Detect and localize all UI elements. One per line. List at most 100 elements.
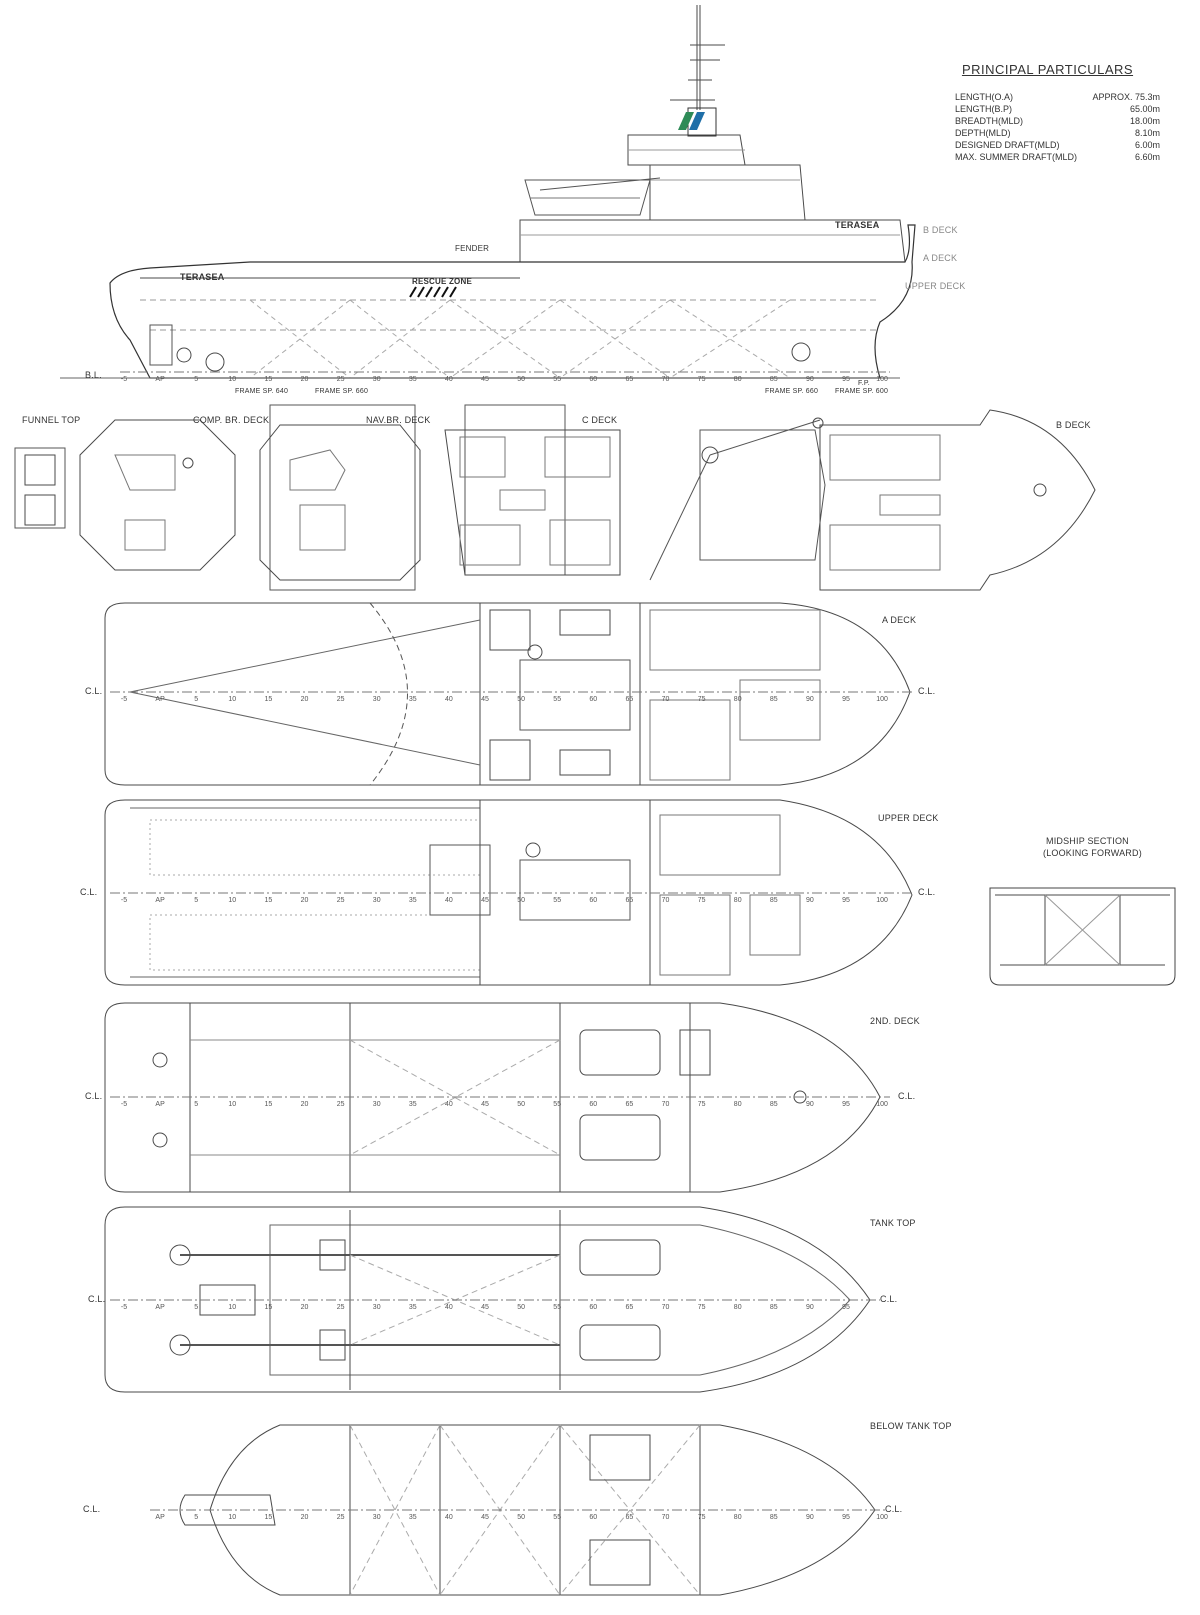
frame-number-label: 40 xyxy=(445,1514,453,1521)
frame-number-label: 90 xyxy=(806,897,814,904)
frame-number-label: 15 xyxy=(265,696,273,703)
baseline-label: B.L. xyxy=(85,370,102,380)
particular-value: 6.00m xyxy=(1134,140,1160,150)
c-deck-view xyxy=(444,404,621,576)
frame-number-label: 45 xyxy=(481,696,489,703)
frame-spacing-3: FRAME SP. 660 xyxy=(765,388,819,395)
frame-number-label: 75 xyxy=(698,696,706,703)
particular-row: LENGTH(O.A)APPROX. 75.3m xyxy=(955,91,1160,103)
frame-number-label: 5 xyxy=(194,1101,198,1108)
frame-number-label: 35 xyxy=(409,897,417,904)
frame-number-label: 40 xyxy=(445,897,453,904)
frame-number-label: 10 xyxy=(228,696,236,703)
frame-number-label: 65 xyxy=(626,897,634,904)
a-deck-title: A DECK xyxy=(882,615,917,625)
frame-number-label: 50 xyxy=(517,1101,525,1108)
frame-number-label: 50 xyxy=(517,696,525,703)
frame-number-label: 75 xyxy=(698,1514,706,1521)
particular-label: BREADTH(MLD) xyxy=(955,116,1024,126)
frame-number-label: 60 xyxy=(589,1101,597,1108)
frame-number-label: 65 xyxy=(626,696,634,703)
frame-number-label: 70 xyxy=(662,897,670,904)
a-deck-view xyxy=(104,602,911,786)
frame-number-label: 90 xyxy=(806,1514,814,1521)
frame-number-label: 85 xyxy=(770,1101,778,1108)
frame-number-label: 45 xyxy=(481,1304,489,1311)
frame-number-label: AP xyxy=(155,1514,165,1521)
c-deck-title: C DECK xyxy=(582,415,618,425)
frame-number-label: 35 xyxy=(409,376,417,383)
frame-number-label: 40 xyxy=(445,1304,453,1311)
particular-label: DESIGNED DRAFT(MLD) xyxy=(955,140,1060,150)
rescue-zone-label: RESCUE ZONE xyxy=(412,277,472,286)
frame-number-label: -5 xyxy=(121,1304,127,1311)
frame-number-label: AP xyxy=(155,1101,165,1108)
frame-number-label: 5 xyxy=(194,696,198,703)
frame-number-label: 60 xyxy=(589,1304,597,1311)
frame-number-label: 10 xyxy=(228,1101,236,1108)
frame-number-label: 100 xyxy=(876,1514,888,1521)
cl-label-upper-aft: C.L. xyxy=(80,887,98,897)
ship-name-aft: TERASEA xyxy=(180,272,225,282)
frame-number-label: 20 xyxy=(301,1514,309,1521)
particular-value: 18.00m xyxy=(1129,116,1160,126)
comp-br-deck-title: COMP. BR. DECK xyxy=(193,415,270,425)
particular-row: BREADTH(MLD) 18.00m xyxy=(955,115,1160,127)
nav-br-deck-view xyxy=(259,404,421,591)
particular-value: 8.10m xyxy=(1134,128,1160,138)
frame-number-label: 35 xyxy=(409,1101,417,1108)
particular-label: MAX. SUMMER DRAFT(MLD) xyxy=(955,152,1077,162)
frame-number-label: 10 xyxy=(228,1304,236,1311)
frame-number-label: 50 xyxy=(517,376,525,383)
particular-label: DEPTH(MLD) xyxy=(955,128,1011,138)
frame-number-label: 75 xyxy=(698,376,706,383)
frame-number-label: 20 xyxy=(301,696,309,703)
frame-number-label: 60 xyxy=(589,897,597,904)
frame-spacing-2: FRAME SP. 660 xyxy=(315,388,369,395)
frame-number-label: 95 xyxy=(842,897,850,904)
frame-number-label: AP xyxy=(155,696,165,703)
frame-number-label: 10 xyxy=(228,376,236,383)
frame-number-label: 65 xyxy=(626,1304,634,1311)
frame-number-label: 25 xyxy=(337,1304,345,1311)
b-deck-title: B DECK xyxy=(1056,420,1091,430)
midship-section-title: MIDSHIP SECTION xyxy=(1046,836,1129,846)
particular-row: DESIGNED DRAFT(MLD) 6.00m xyxy=(955,139,1160,151)
frame-number-label: -5 xyxy=(121,897,127,904)
particular-label: LENGTH(O.A) xyxy=(955,92,1014,102)
upper-deck-title: UPPER DECK xyxy=(878,813,939,823)
cl-label-2nd-aft: C.L. xyxy=(85,1091,103,1101)
particular-row: MAX. SUMMER DRAFT(MLD)6.60m xyxy=(955,151,1160,163)
frame-number-label: 100 xyxy=(876,897,888,904)
frame-number-label: -5 xyxy=(121,696,127,703)
profile-a-deck-label: A DECK xyxy=(923,253,958,263)
frame-number-label: 20 xyxy=(301,1304,309,1311)
particular-label: LENGTH(B.P) xyxy=(955,104,1013,114)
cl-label-below-aft: C.L. xyxy=(83,1504,101,1514)
frame-number-label: 100 xyxy=(876,696,888,703)
profile-b-deck-label: B DECK xyxy=(923,225,958,235)
frame-number-label: 15 xyxy=(265,376,273,383)
frame-number-label: 80 xyxy=(734,1101,742,1108)
frame-number-label: 30 xyxy=(373,1304,381,1311)
frame-number-label: 90 xyxy=(806,1101,814,1108)
frame-number-label: 60 xyxy=(589,1514,597,1521)
tank-top-view xyxy=(104,1206,871,1393)
nav-br-deck-title: NAV.BR. DECK xyxy=(366,415,431,425)
frame-number-label: 25 xyxy=(337,1514,345,1521)
frame-number-label: 5 xyxy=(194,1514,198,1521)
cl-label-a-deck-aft: C.L. xyxy=(85,686,103,696)
frame-number-label: 70 xyxy=(662,696,670,703)
frame-number-label: 75 xyxy=(698,897,706,904)
frame-number-label: 25 xyxy=(337,897,345,904)
cl-label-below-fwd: C.L. xyxy=(885,1504,903,1514)
frame-spacing-1: FRAME SP. 640 xyxy=(235,388,289,395)
fp-label: F.P. xyxy=(858,380,870,387)
frame-number-label: 40 xyxy=(445,1101,453,1108)
frame-number-label: 85 xyxy=(770,1304,778,1311)
frame-number-label: 55 xyxy=(553,1514,561,1521)
frame-number-label: 90 xyxy=(806,696,814,703)
frame-number-label: 25 xyxy=(337,1101,345,1108)
frame-number-label: 45 xyxy=(481,1514,489,1521)
